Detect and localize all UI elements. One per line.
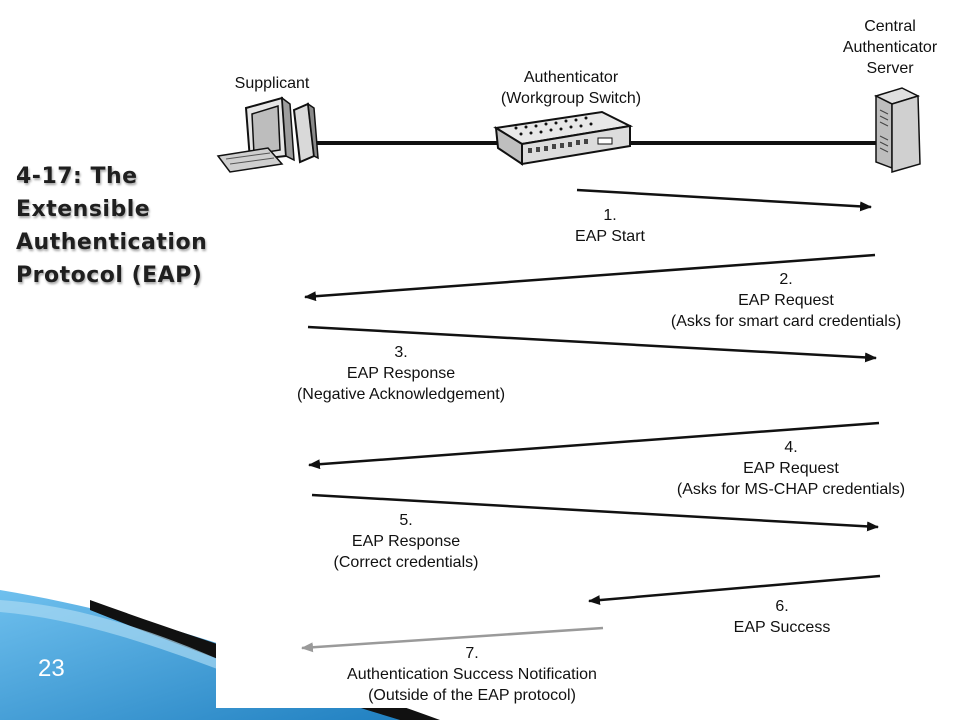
server-label: Central Authenticator Server [830,16,950,79]
step-label: 6. EAP Success [722,596,842,638]
step-label: 2. EAP Request (Asks for smart card cred… [650,269,922,332]
step-detail: (Negative Acknowledgement) [296,386,506,403]
light-swoosh [0,600,220,670]
step-name: EAP Success [733,619,831,636]
supplicant-computer-icon [216,96,319,173]
step-label: 3. EAP Response (Negative Acknowledgemen… [276,342,526,405]
step-label: 7. Authentication Success Notification (… [322,643,622,706]
authenticator-label-line: (Workgroup Switch) [500,90,642,107]
authenticator-label: Authenticator (Workgroup Switch) [481,67,661,109]
arrow-step-1 [576,188,872,212]
step-name: EAP Start [575,228,645,245]
step-label: 5. EAP Response (Correct credentials) [306,510,506,573]
step-detail: (Asks for smart card credentials) [670,313,902,330]
server-label-line: Central [864,18,916,35]
slide-number: 23 [38,655,65,682]
arrow-step-6 [588,574,881,606]
step-number: 2. [779,271,793,288]
title-line: Extensible [16,197,151,222]
step-label: 4. EAP Request (Asks for MS-CHAP credent… [656,437,926,500]
arrow-step-3 [307,325,877,363]
step-number: 5. [399,512,413,529]
title-line: Protocol (EAP) [16,263,203,288]
step-name: EAP Response [346,365,456,382]
arrow-step-7 [301,626,604,653]
slide-title: 4-17: The Extensible Authentication Prot… [16,160,216,292]
step-detail: (Correct credentials) [333,554,479,571]
step-number: 7. [465,645,479,662]
step-number: 1. [603,207,617,224]
diagram-canvas [216,87,921,653]
step-number: 3. [394,344,408,361]
step-name: EAP Request [743,460,839,477]
supplicant-label: Supplicant [234,75,310,92]
title-line: Authentication [16,230,208,255]
step-number: 4. [784,439,798,456]
switch-icon [493,110,634,166]
step-name: EAP Request [738,292,834,309]
step-name: Authentication Success Notification [347,666,597,683]
step-detail: (Outside of the EAP protocol) [368,687,576,704]
step-number: 6. [775,598,789,615]
server-icon [873,87,921,173]
step-detail: (Asks for MS-CHAP credentials) [676,481,906,498]
step-label: 1. EAP Start [550,205,670,247]
arrow-step-4 [308,421,880,470]
step-name: EAP Response [351,533,461,550]
title-line: 4-17: The [16,164,138,189]
arrow-step-2 [304,253,876,302]
server-label-line: Authenticator [842,39,938,56]
authenticator-label-line: Authenticator [523,69,619,86]
eap-diagram: Supplicant Authenticator (Workgroup Swit… [216,16,943,708]
server-label-line: Server [866,60,914,77]
arrow-step-5 [311,493,879,532]
